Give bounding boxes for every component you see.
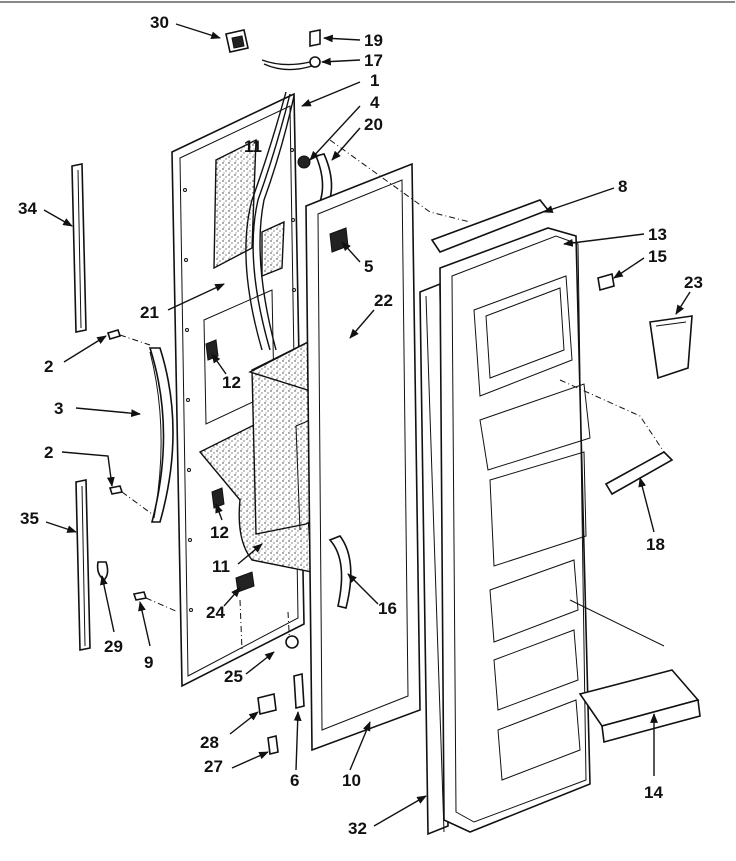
screw-part-9	[132, 591, 179, 613]
bracket-lower	[211, 487, 225, 509]
screw-part-6	[285, 635, 305, 710]
door-gasket	[305, 162, 421, 752]
trim-strip-upper	[71, 163, 87, 333]
grommet-part-17	[261, 56, 321, 71]
callout-34: 34	[18, 199, 37, 218]
callout-19: 19	[364, 31, 383, 50]
callout-35: 35	[20, 509, 39, 528]
trim-strip-lower	[75, 479, 91, 651]
callout-5: 5	[364, 257, 373, 276]
callout-32: 32	[348, 819, 367, 838]
callout-4: 4	[370, 93, 380, 112]
callout-30: 30	[150, 13, 169, 32]
callout-21: 21	[140, 303, 159, 322]
inner-door-liner	[439, 227, 591, 833]
callout-24: 24	[206, 603, 225, 622]
leader-lines	[43, 23, 691, 827]
callout-11-upper: 11	[244, 137, 262, 156]
callout-20: 20	[364, 115, 383, 134]
callout-9: 9	[144, 653, 153, 672]
callout-23: 23	[684, 273, 703, 292]
dispenser-cup	[649, 315, 693, 380]
callout-2-lower: 2	[44, 443, 53, 462]
callout-12-lower: 12	[210, 523, 229, 542]
callout-1: 1	[370, 71, 379, 90]
callout-6: 6	[290, 771, 299, 790]
screw-part-27	[267, 735, 279, 755]
screw-lower	[108, 485, 153, 515]
screw-part-15	[597, 272, 615, 292]
callout-10: 10	[342, 771, 361, 790]
callout-14: 14	[644, 783, 663, 802]
callout-28: 28	[200, 733, 219, 752]
callout-labels: 30 19 17 1 4 20 11 34 8 13 15 5 23 22 21…	[18, 13, 703, 838]
callout-27: 27	[204, 757, 223, 776]
callout-2-upper: 2	[44, 357, 53, 376]
bracket-upper	[205, 339, 219, 361]
callout-8: 8	[618, 177, 627, 196]
door-bin	[569, 599, 701, 744]
door-handle	[148, 347, 174, 523]
screw-upper	[106, 329, 151, 346]
callout-18: 18	[646, 535, 665, 554]
callout-15: 15	[648, 247, 667, 266]
plug-part-4	[297, 155, 311, 169]
connector-plug	[225, 29, 249, 53]
callout-17: 17	[364, 51, 383, 70]
hinge-part-28	[257, 693, 277, 715]
callout-16: 16	[378, 599, 397, 618]
callout-11-lower: 11	[212, 557, 230, 576]
callout-3: 3	[54, 399, 63, 418]
rail-part-18	[559, 379, 674, 496]
callout-13: 13	[648, 225, 667, 244]
callout-25: 25	[224, 667, 243, 686]
screw-part-19	[309, 29, 321, 47]
callout-12-upper: 12	[222, 373, 241, 392]
callout-29: 29	[104, 637, 123, 656]
callout-22: 22	[374, 291, 393, 310]
